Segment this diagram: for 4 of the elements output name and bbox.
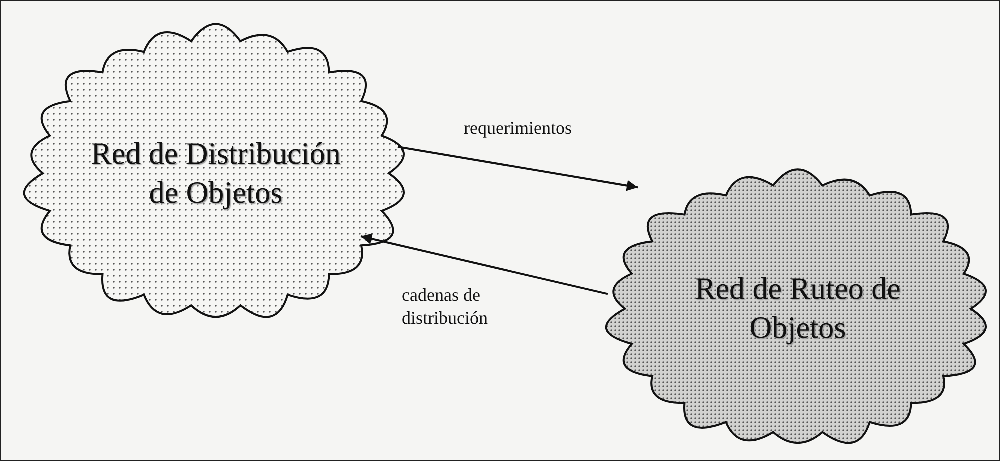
arrow xyxy=(398,146,638,192)
node-text: Red de Distribución de Objetos xyxy=(90,134,342,212)
node-text: Red de Ruteo de Objetos xyxy=(694,270,902,347)
arrow xyxy=(360,234,608,296)
